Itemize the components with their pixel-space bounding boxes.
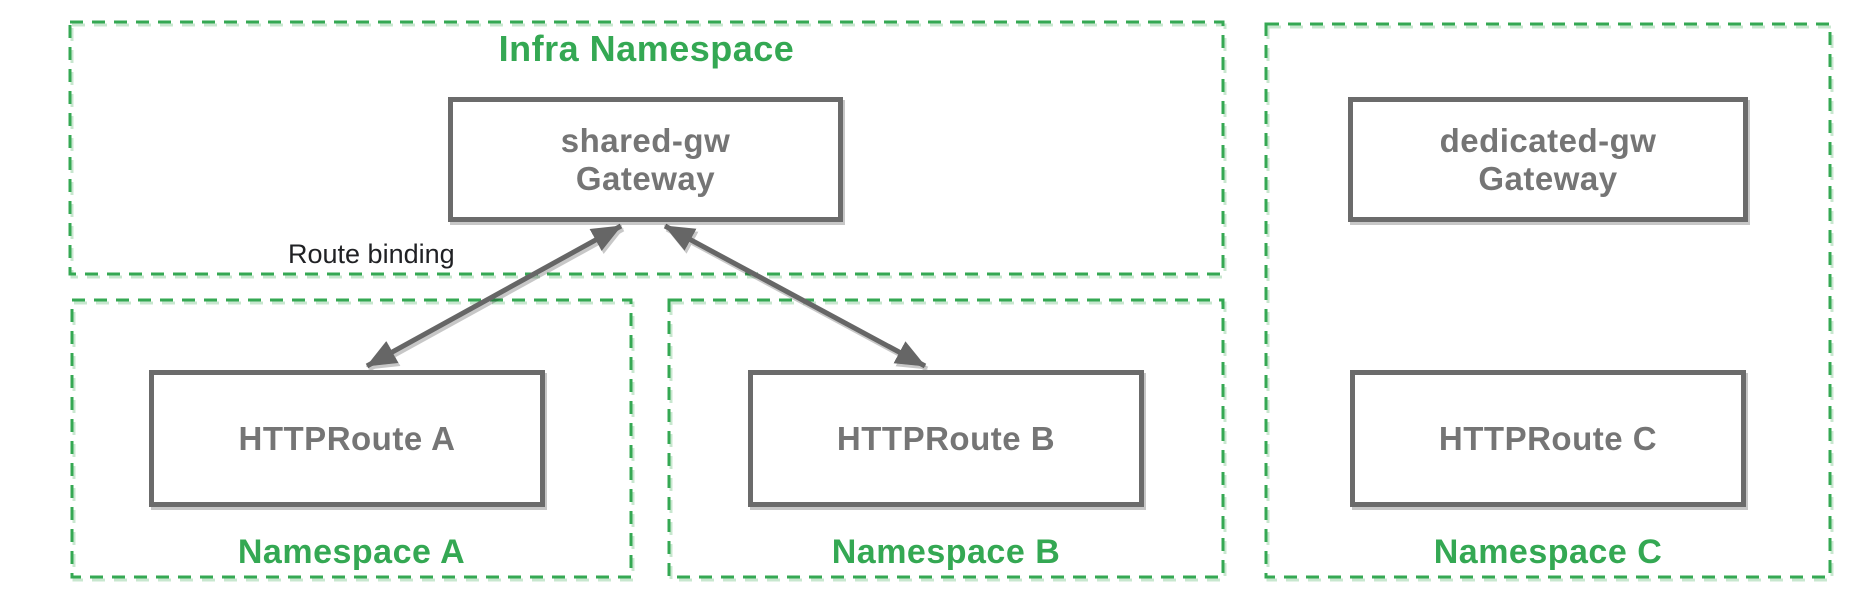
dedicated-gateway-name: dedicated-gw bbox=[1439, 121, 1657, 159]
namespace-c-label: Namespace C bbox=[1433, 533, 1663, 571]
httproute-a-node: HTTPRoute A bbox=[149, 370, 545, 507]
httproute-c-node: HTTPRoute C bbox=[1350, 370, 1746, 507]
infra-namespace-label: Infra Namespace bbox=[498, 28, 795, 69]
httproute-c-label: HTTPRoute C bbox=[1438, 419, 1658, 457]
dedicated-gateway-node: dedicated-gw Gateway bbox=[1348, 97, 1748, 222]
shared-gateway-node: shared-gw Gateway bbox=[448, 97, 843, 222]
route-binding-arrow-a bbox=[365, 223, 623, 369]
httproute-b-node: HTTPRoute B bbox=[748, 370, 1144, 507]
shared-gateway-type: Gateway bbox=[575, 159, 716, 197]
namespace-b-label: Namespace B bbox=[831, 533, 1061, 571]
namespace-b-border bbox=[667, 298, 1225, 579]
route-binding-label: Route binding bbox=[288, 239, 455, 269]
route-binding-arrow-b bbox=[663, 223, 927, 369]
httproute-a-label: HTTPRoute A bbox=[238, 419, 456, 457]
shared-gateway-name: shared-gw bbox=[560, 121, 731, 159]
namespace-a-label: Namespace A bbox=[237, 533, 466, 571]
httproute-b-label: HTTPRoute B bbox=[836, 419, 1056, 457]
dedicated-gateway-type: Gateway bbox=[1478, 159, 1618, 197]
infra-namespace-border bbox=[68, 20, 1225, 276]
namespace-c-border bbox=[1264, 22, 1832, 579]
